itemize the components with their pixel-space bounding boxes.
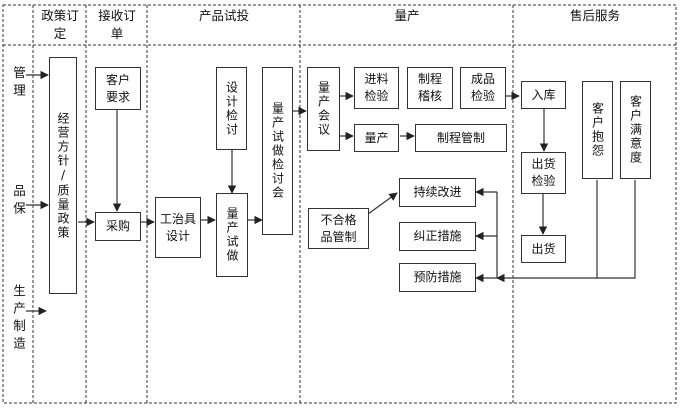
feedback-line-satisfaction — [597, 180, 636, 279]
arrow — [367, 192, 398, 215]
column-header-policy: 政策订定 — [41, 8, 79, 41]
node-final-inspection[interactable]: 成品检验 — [460, 67, 506, 109]
lane-label-management: 管理 — [11, 66, 26, 101]
column-header-mass: 量产 — [394, 8, 420, 23]
node-label: 制程稽核 — [417, 72, 442, 103]
node-label: 纠正措施 — [413, 229, 462, 243]
node-label: 预防措施 — [413, 270, 462, 284]
node-label: 出货 — [531, 241, 556, 256]
node-shipment-inspection[interactable]: 出货检验 — [521, 152, 566, 194]
node-label: 客户抱怨 — [590, 102, 605, 158]
node-label: 量产 — [364, 130, 389, 145]
node-corrective-action[interactable]: 纠正措施 — [399, 222, 476, 251]
node-label: 经营方针/质量政策 — [56, 111, 70, 240]
column-header-service: 售后服务 — [569, 8, 620, 23]
node-customer-complaint[interactable]: 客户抱怨 — [582, 81, 613, 179]
node-label: 进料检验 — [364, 72, 389, 103]
node-label: 量产会议 — [316, 81, 331, 137]
swimlane-grid — [2, 4, 677, 404]
node-purchase[interactable]: 采购 — [95, 212, 141, 241]
node-mass-production[interactable]: 量产 — [354, 124, 399, 152]
node-label: 入库 — [531, 87, 556, 102]
node-label: 不合格品管制 — [320, 212, 357, 244]
node-trial-run[interactable]: 量产试做 — [216, 193, 248, 277]
node-policy[interactable]: 经营方针/质量政策 — [49, 57, 77, 294]
node-trial-review-meeting[interactable]: 量产试做检讨会 — [262, 67, 293, 235]
node-label: 工治具设计 — [159, 211, 196, 243]
node-label: 成品检验 — [470, 72, 495, 103]
node-label: 持续改进 — [413, 185, 462, 199]
node-mass-meeting[interactable]: 量产会议 — [307, 67, 340, 151]
node-process-audit[interactable]: 制程稽核 — [407, 67, 453, 109]
lane-label-production: 生产制造 — [11, 284, 26, 354]
node-label: 量产试做检讨会 — [270, 102, 285, 200]
node-fixture-design[interactable]: 工治具设计 — [155, 197, 201, 258]
column-header-trial: 产品试投 — [198, 8, 249, 23]
feedback-line-complaint — [496, 180, 598, 283]
node-continuous-improvement[interactable]: 持续改进 — [399, 178, 476, 207]
node-label: 客户满意度 — [628, 95, 643, 165]
node-design-review[interactable]: 设计检讨 — [216, 67, 247, 150]
node-customer-requirement[interactable]: 客户要求 — [95, 67, 141, 110]
node-label: 采购 — [105, 219, 130, 233]
column-header-order: 接收订单 — [98, 8, 136, 41]
node-label: 量产试做 — [225, 207, 239, 263]
node-warehouse-in[interactable]: 入库 — [521, 81, 566, 109]
node-preventive-action[interactable]: 预防措施 — [399, 263, 476, 292]
node-label: 出货检验 — [531, 157, 556, 188]
outer-border — [2, 4, 677, 404]
node-shipment[interactable]: 出货 — [521, 235, 566, 263]
node-nonconforming-control[interactable]: 不合格品管制 — [308, 208, 369, 249]
node-label: 制程管制 — [436, 130, 485, 145]
connectors — [26, 70, 636, 316]
node-label: 设计检讨 — [224, 80, 239, 137]
node-process-control[interactable]: 制程管制 — [415, 124, 507, 152]
lane-label-qa: 品保 — [11, 184, 26, 219]
node-customer-satisfaction[interactable]: 客户满意度 — [620, 81, 651, 179]
node-incoming-inspection[interactable]: 进料检验 — [354, 67, 399, 109]
node-label: 客户要求 — [105, 72, 130, 104]
